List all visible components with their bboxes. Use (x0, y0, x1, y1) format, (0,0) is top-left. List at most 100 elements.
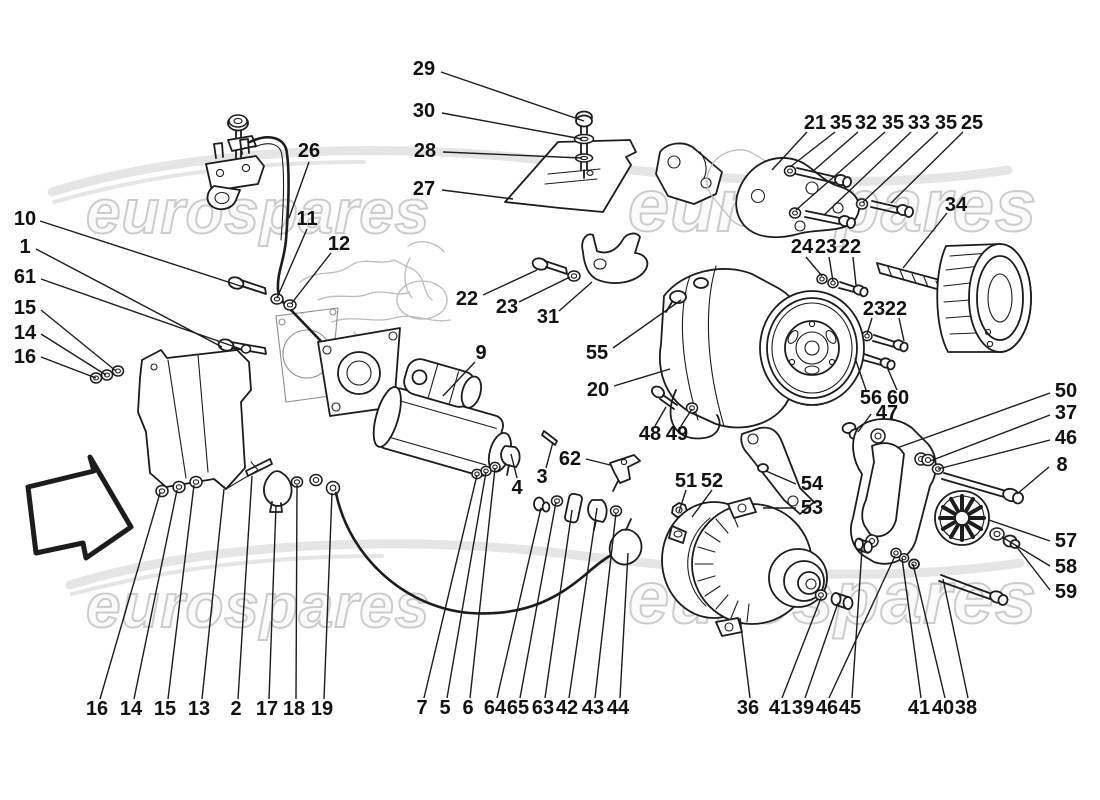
leader-line-47 (857, 413, 872, 433)
part-label-60: 60 (887, 387, 909, 409)
leader-line-1 (35, 248, 223, 348)
part-label-64: 64 (484, 697, 507, 719)
leader-line-28 (442, 151, 583, 159)
washer-stack-left (89, 365, 125, 384)
leader-line-48 (654, 406, 667, 427)
leader-line-27 (441, 189, 514, 200)
part-label-2: 2 (230, 698, 241, 720)
leader-line-3 (545, 441, 554, 469)
leader-line-5 (446, 471, 487, 699)
part-label-51: 51 (675, 470, 697, 492)
part-label-47: 47 (876, 402, 898, 424)
engine-mount-bracket (655, 142, 723, 205)
leader-line-14 (133, 489, 178, 700)
leader-line-43 (594, 512, 617, 699)
leader-line-15 (40, 309, 117, 372)
part-label-4: 4 (511, 477, 523, 499)
leader-line-14 (40, 333, 107, 376)
part-label-14: 14 (14, 322, 37, 344)
leader-line-16 (40, 356, 97, 379)
leader-line-60 (886, 366, 898, 391)
bolt-and-washers-10-11-12 (227, 276, 297, 311)
leader-line-36 (739, 617, 751, 699)
leader-lines-layer (35, 71, 1051, 700)
part-label-6: 6 (462, 697, 473, 719)
leader-line-19 (323, 492, 333, 700)
starter-motor (317, 327, 512, 477)
leader-line-39 (804, 602, 839, 699)
compressor-manifold (669, 389, 721, 440)
pin-3 (541, 430, 558, 446)
leader-line-34 (902, 212, 948, 269)
leader-line-23 (866, 317, 873, 335)
pin-2 (245, 458, 273, 477)
leader-line-16 (99, 492, 161, 700)
leader-line-37 (929, 414, 1051, 462)
part-label-3: 3 (536, 466, 547, 488)
cable-ring-terminal (325, 480, 341, 496)
leader-line-24 (805, 256, 823, 277)
part-label-43: 43 (582, 697, 604, 719)
part-label-37: 37 (1055, 402, 1077, 424)
bracket-bolts (783, 165, 914, 229)
leader-line-20 (613, 368, 671, 387)
part-label-35: 35 (882, 112, 904, 134)
leader-line-50 (896, 392, 1051, 449)
part-label-61: 61 (14, 266, 36, 288)
part-label-17: 17 (256, 698, 278, 720)
clamp-block (206, 185, 241, 211)
part-label-45: 45 (839, 697, 861, 719)
leader-line-42 (568, 507, 598, 699)
part-label-30: 30 (413, 100, 435, 122)
washer-stack-shield (155, 475, 203, 498)
part-label-49: 49 (666, 423, 688, 445)
heat-shield (137, 349, 259, 490)
part-label-35: 35 (935, 112, 957, 134)
leader-line-22 (852, 256, 857, 286)
leader-line-41 (781, 597, 822, 699)
compressor-lower-hardware (651, 385, 700, 524)
leader-line-35 (862, 131, 939, 203)
part-label-10: 10 (14, 208, 36, 230)
leader-line-13 (201, 488, 225, 700)
bracket-right-hardware (921, 453, 1024, 505)
part-label-34: 34 (945, 194, 968, 216)
leader-line-17 (268, 505, 277, 700)
leader-line-2 (237, 475, 253, 700)
leader-line-10 (39, 220, 257, 292)
part-label-1: 1 (19, 236, 30, 258)
leader-line-45 (851, 548, 863, 699)
part-label-5: 5 (439, 697, 450, 719)
part-label-16: 16 (14, 346, 36, 368)
part-label-38: 38 (955, 697, 977, 719)
part-label-15: 15 (14, 297, 36, 319)
part-label-25: 25 (961, 112, 983, 134)
leader-line-8 (1016, 466, 1050, 495)
leader-line-44 (619, 552, 629, 699)
leader-line-61 (40, 278, 242, 350)
part-label-55: 55 (586, 342, 608, 364)
leader-line-52 (691, 489, 713, 518)
idler-pulley-57 (934, 490, 1021, 549)
cable-bracket-assembly (205, 114, 265, 211)
alternator-pivot-arm (740, 422, 864, 515)
part-label-46: 46 (816, 697, 838, 719)
leader-line-57 (988, 519, 1051, 542)
cable-boot-44 (608, 528, 643, 566)
leader-line-51 (678, 489, 687, 513)
part-label-50: 50 (1055, 380, 1077, 402)
part-label-36: 36 (737, 697, 759, 719)
leader-line-9 (442, 361, 476, 397)
leader-line-63 (544, 509, 573, 699)
leader-line-26 (288, 161, 310, 219)
leader-line-46 (828, 555, 896, 699)
part-label-35: 35 (830, 112, 852, 134)
part-label-27: 27 (413, 178, 435, 200)
small-hardware-left (245, 458, 341, 513)
leader-line-49 (680, 408, 693, 427)
leader-line-18 (295, 484, 298, 700)
leader-line-56 (854, 357, 867, 391)
part-label-31: 31 (537, 306, 559, 328)
part-label-29: 29 (413, 58, 435, 80)
